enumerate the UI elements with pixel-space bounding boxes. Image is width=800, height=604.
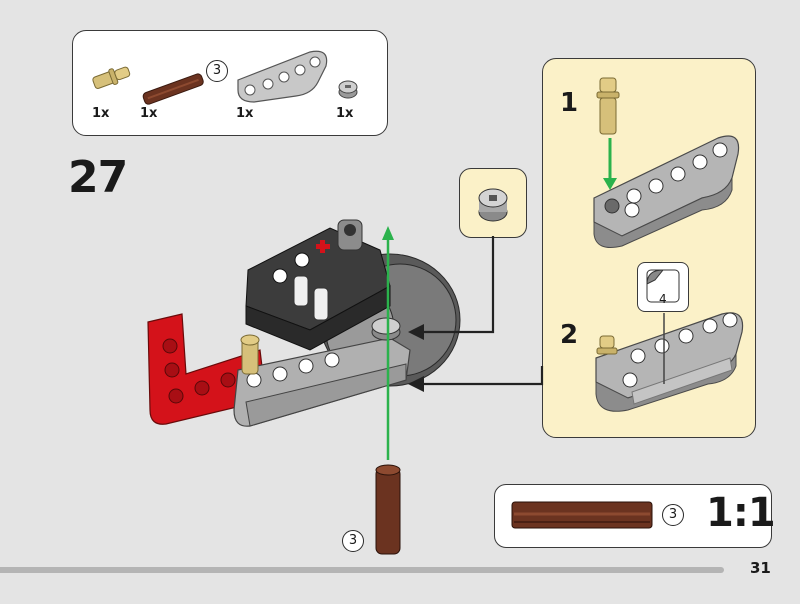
parts-list-box <box>72 30 388 136</box>
axle-length-badge: 3 <box>206 60 228 82</box>
page-number: 31 <box>750 559 771 577</box>
qty-tan-pin: 1x <box>92 106 110 121</box>
main-model-art <box>147 219 461 555</box>
white-pins <box>293 275 329 321</box>
scale-length-badge: 3 <box>662 504 684 526</box>
main-axle-length-badge: 3 <box>342 530 364 552</box>
sub2-tan-pin <box>596 335 618 355</box>
sub2-liftarm <box>595 312 744 412</box>
sticker-icon <box>646 269 680 303</box>
black-frame <box>245 219 391 351</box>
callout-arrows <box>408 236 544 392</box>
sub1-tan-pin <box>596 77 620 135</box>
gray-bush-part <box>338 80 358 99</box>
gray-liftarm-main <box>233 337 411 427</box>
main-bush <box>371 317 401 341</box>
scale-axle-art <box>511 501 653 529</box>
sticker-number: 4 <box>659 292 667 306</box>
gray-liftarm-part <box>237 50 328 103</box>
sub-step-1-number: 1 <box>560 88 579 118</box>
qty-gray-bush: 1x <box>336 106 354 121</box>
step-number: 27 <box>68 152 128 203</box>
sub-step-2-number: 2 <box>560 320 579 350</box>
qty-brown-axle: 1x <box>140 106 158 121</box>
main-tan-pin <box>240 334 260 375</box>
qty-gray-liftarm: 1x <box>236 106 254 121</box>
bush-callout-art <box>478 188 508 222</box>
tan-axle-pin-part <box>92 66 131 89</box>
brown-axle-part <box>142 73 204 105</box>
scale-ratio: 1:1 <box>706 490 776 536</box>
parts-list-art <box>92 50 358 105</box>
sub1-liftarm <box>593 135 740 248</box>
page-progress-bar <box>0 567 724 573</box>
main-green-arrowhead <box>382 226 394 240</box>
main-brown-axle <box>375 464 401 555</box>
subassembly-art <box>593 77 744 412</box>
